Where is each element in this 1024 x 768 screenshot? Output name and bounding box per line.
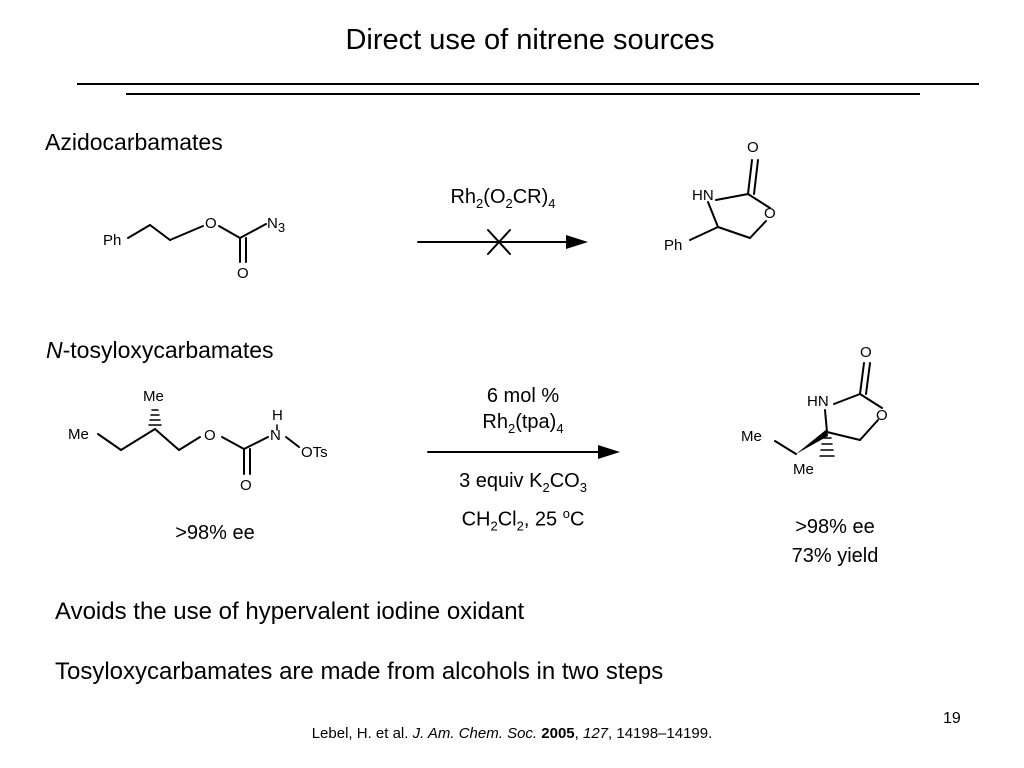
reactant1-azide-label: N3 [267,215,286,235]
product2-me-left: Me [741,428,762,445]
quaternary-oxazolidinone-bonds [774,362,883,455]
reactant2-h-label: H [272,407,283,424]
bullet-hypervalent-iodine: Avoids the use of hypervalent iodine oxi… [55,598,525,625]
reactant1-ph-label: Ph [103,232,122,249]
tosyloxycarbamate-bonds [97,424,300,475]
section-heading-tosyloxycarbamates: N-tosyloxycarbamates [46,337,274,363]
conditions-solvent-temperature: CH2Cl2, 25 oC [461,506,585,534]
slide-number: 19 [943,710,961,727]
slide-title: Direct use of nitrene sources [345,24,715,56]
hashed-wedge-bond [148,409,162,426]
reactant2-carbonyl-oxygen: O [240,477,252,494]
arrowhead-1 [566,235,588,249]
reactant2-me-left: Me [68,426,89,443]
reactant1-carbonyl-oxygen: O [237,265,249,282]
product1-nh-label: HN [692,187,714,204]
conditions-base: 3 equiv K2CO3 [459,470,587,495]
product1-ring-oxygen: O [764,205,776,222]
section-heading-azidocarbamates: Azidocarbamates [45,129,223,155]
product2-me-bottom: Me [793,461,814,478]
reactant2-n-label: N [270,427,281,444]
title-rule-bottom [126,93,920,95]
product2-ee: >98% ee [795,516,875,538]
product1-carbonyl-oxygen: O [747,139,759,156]
reactant2-ots-label: OTs [301,444,328,461]
reactant1-ester-oxygen: O [205,215,217,232]
conditions-rh2-tpa4: Rh2(tpa)4 [482,411,564,436]
conditions-catalyst-loading: 6 mol % [486,385,560,407]
blocked-reaction-arrow [417,229,569,255]
azidocarbamate-bonds [127,223,267,263]
bullet-two-steps: Tosyloxycarbamates are made from alcohol… [55,658,664,685]
product2-ring-oxygen: O [876,407,888,424]
product1-ph-label: Ph [664,237,683,254]
product-hashed-bond [819,437,835,457]
product2-carbonyl-oxygen: O [860,344,872,361]
title-rule-top [77,83,979,85]
catalyst-rh2-o2cr4: Rh2(O2CR)4 [450,186,556,211]
product2-yield: 73% yield [791,545,879,567]
product2-nh-label: HN [807,393,829,410]
arrowhead-2 [598,445,620,459]
reactant2-ester-oxygen: O [204,427,216,444]
reactant2-ee: >98% ee [175,522,255,544]
oxazolidinone-product-bonds [689,159,771,241]
citation: Lebel, H. et al. J. Am. Chem. Soc. 2005,… [311,725,713,742]
reactant2-me-top: Me [143,388,164,405]
wedge-bond [796,429,828,454]
